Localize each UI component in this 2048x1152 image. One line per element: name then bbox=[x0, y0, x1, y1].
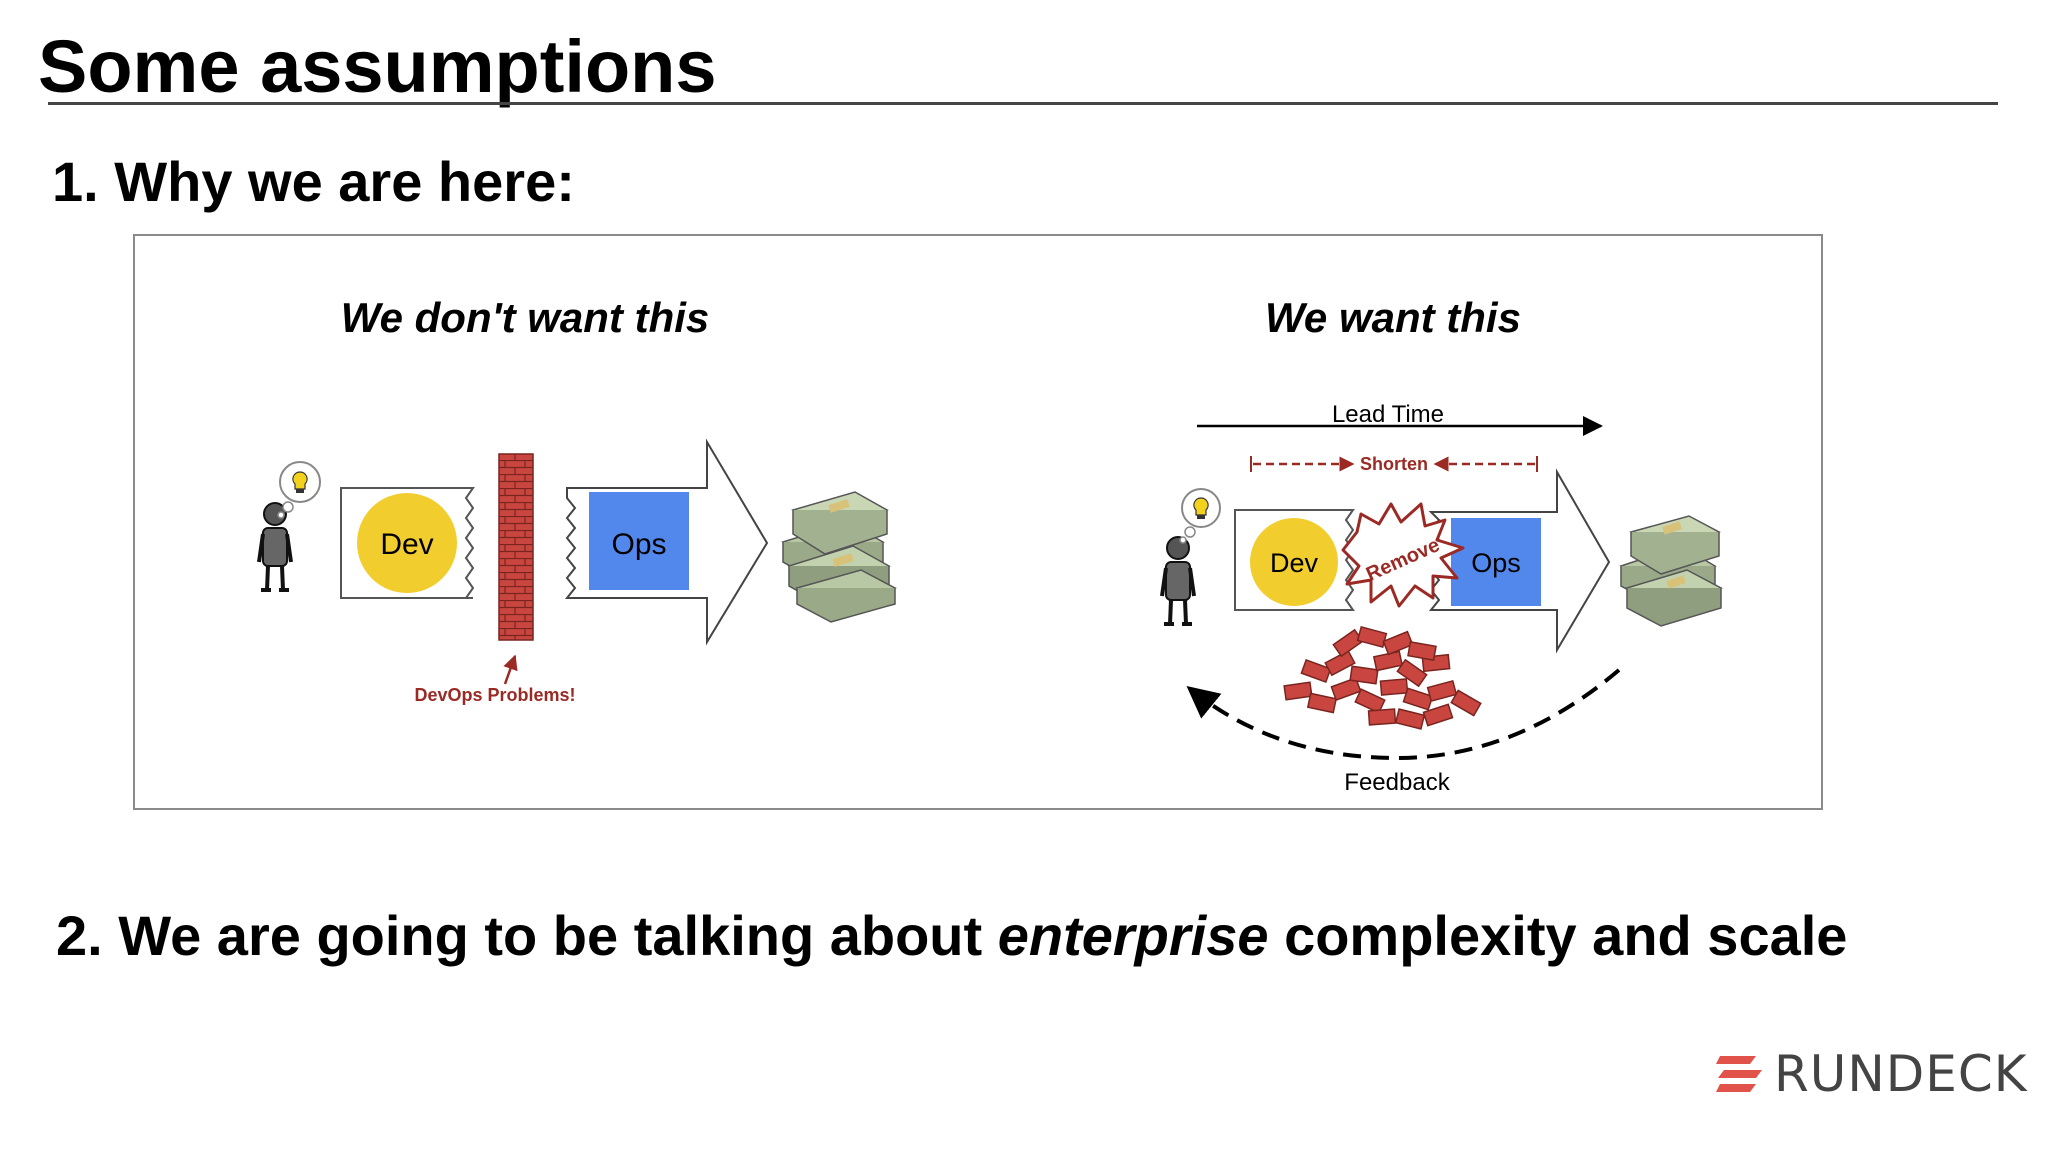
money-stack-icon bbox=[781, 491, 897, 623]
remove-starburst bbox=[1341, 502, 1465, 608]
ops-label: Ops bbox=[1471, 548, 1521, 578]
point-2-suffix: complexity and scale bbox=[1268, 904, 1848, 967]
person-icon bbox=[1160, 536, 1196, 626]
dev-circle bbox=[357, 493, 457, 593]
person-icon bbox=[257, 502, 293, 592]
brick-pile-icon bbox=[1283, 625, 1482, 730]
rundeck-logo-text: RUNDECK bbox=[1774, 1045, 2028, 1103]
lightbulb-thought-icon bbox=[277, 461, 321, 519]
rundeck-logo-mark bbox=[1716, 1056, 1762, 1092]
point-2: 2. We are going to be talking about ente… bbox=[56, 908, 1847, 964]
dev-label: Dev bbox=[380, 528, 433, 561]
point-2-prefix: 2. We are going to be talking about bbox=[56, 904, 998, 967]
point-2-emphasis: enterprise bbox=[997, 904, 1269, 967]
lightbulb-thought-icon bbox=[1179, 488, 1221, 544]
ops-square bbox=[589, 492, 689, 590]
title-underline bbox=[48, 102, 1998, 105]
shorten-label: Shorten bbox=[1360, 454, 1428, 474]
problem-pointer bbox=[503, 654, 518, 685]
devops-diagram: We don't want this Dev Ops bbox=[133, 234, 1823, 810]
lead-time-label: Lead Time bbox=[1332, 401, 1444, 428]
ops-square bbox=[1451, 518, 1541, 606]
feedback-arrow bbox=[1186, 668, 1621, 761]
rundeck-logo: RUNDECK bbox=[1716, 1048, 2027, 1100]
ops-label: Ops bbox=[611, 528, 666, 561]
dev-circle bbox=[1250, 518, 1338, 606]
slide-title: Some assumptions bbox=[38, 25, 717, 108]
left-heading: We don't want this bbox=[341, 294, 710, 341]
dev-label: Dev bbox=[1270, 548, 1319, 578]
brick-wall-icon bbox=[498, 453, 534, 641]
right-heading: We want this bbox=[1265, 294, 1521, 341]
devops-problems-caption: DevOps Problems! bbox=[414, 685, 575, 705]
point-1: 1. Why we are here: bbox=[52, 150, 575, 213]
money-stack-icon bbox=[1619, 515, 1723, 627]
feedback-label: Feedback bbox=[1344, 769, 1450, 796]
